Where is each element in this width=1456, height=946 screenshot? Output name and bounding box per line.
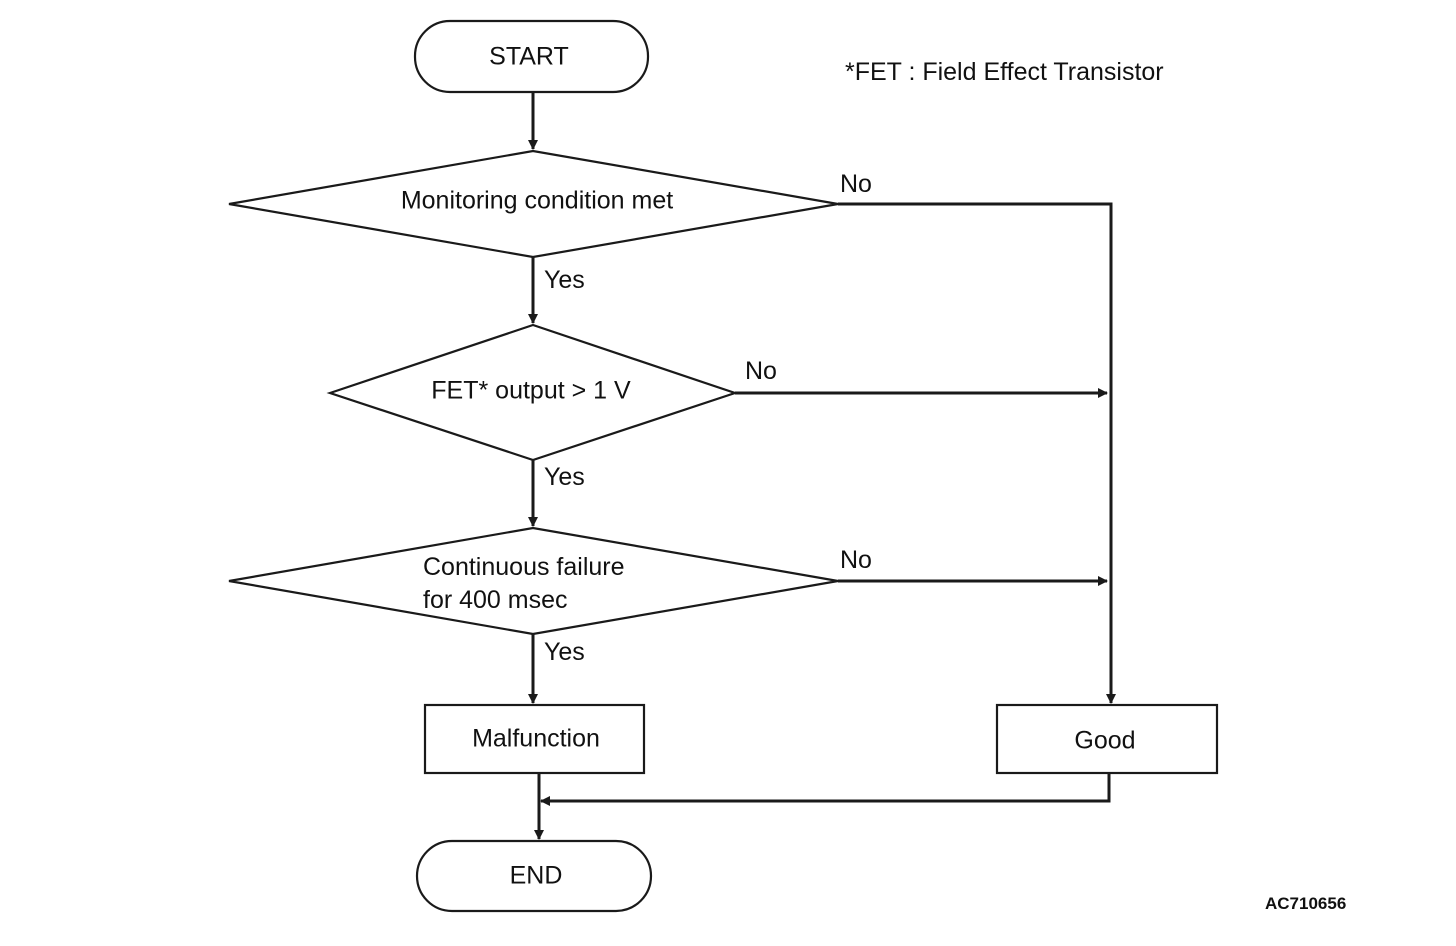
fet-output-decision: FET* output > 1 V [326, 323, 739, 462]
fet-yes-label: Yes [544, 463, 585, 491]
continuous-label-line1: Continuous failure [423, 553, 625, 581]
fet-no-label: No [745, 357, 777, 385]
monitoring-label: Monitoring condition met [401, 187, 673, 215]
continuous-label-line2: for 400 msec [423, 586, 568, 614]
continuous-failure-decision: Continuous failure for 400 msec [228, 526, 839, 636]
fet-footnote: *FET : Field Effect Transistor [845, 58, 1164, 86]
malfunction-node: Malfunction [423, 703, 646, 775]
fet-output-label: FET* output > 1 V [431, 377, 631, 405]
connectors [528, 92, 1116, 840]
end-label: END [510, 862, 563, 890]
monitoring-yes-label: Yes [544, 266, 585, 294]
malfunction-label: Malfunction [472, 725, 600, 753]
reference-code: AC710656 [1265, 894, 1346, 913]
monitoring-decision: Monitoring condition met [228, 149, 839, 259]
continuous-yes-label: Yes [544, 638, 585, 666]
start-node: START [413, 19, 650, 94]
continuous-no-label: No [840, 546, 872, 574]
end-node: END [415, 839, 653, 913]
monitoring-no-label: No [840, 170, 872, 198]
edge-good-to-end [540, 774, 1111, 806]
good-node: Good [995, 703, 1219, 775]
good-label: Good [1074, 727, 1135, 755]
start-label: START [489, 43, 569, 71]
edge-monitoring-no [838, 202, 1116, 704]
